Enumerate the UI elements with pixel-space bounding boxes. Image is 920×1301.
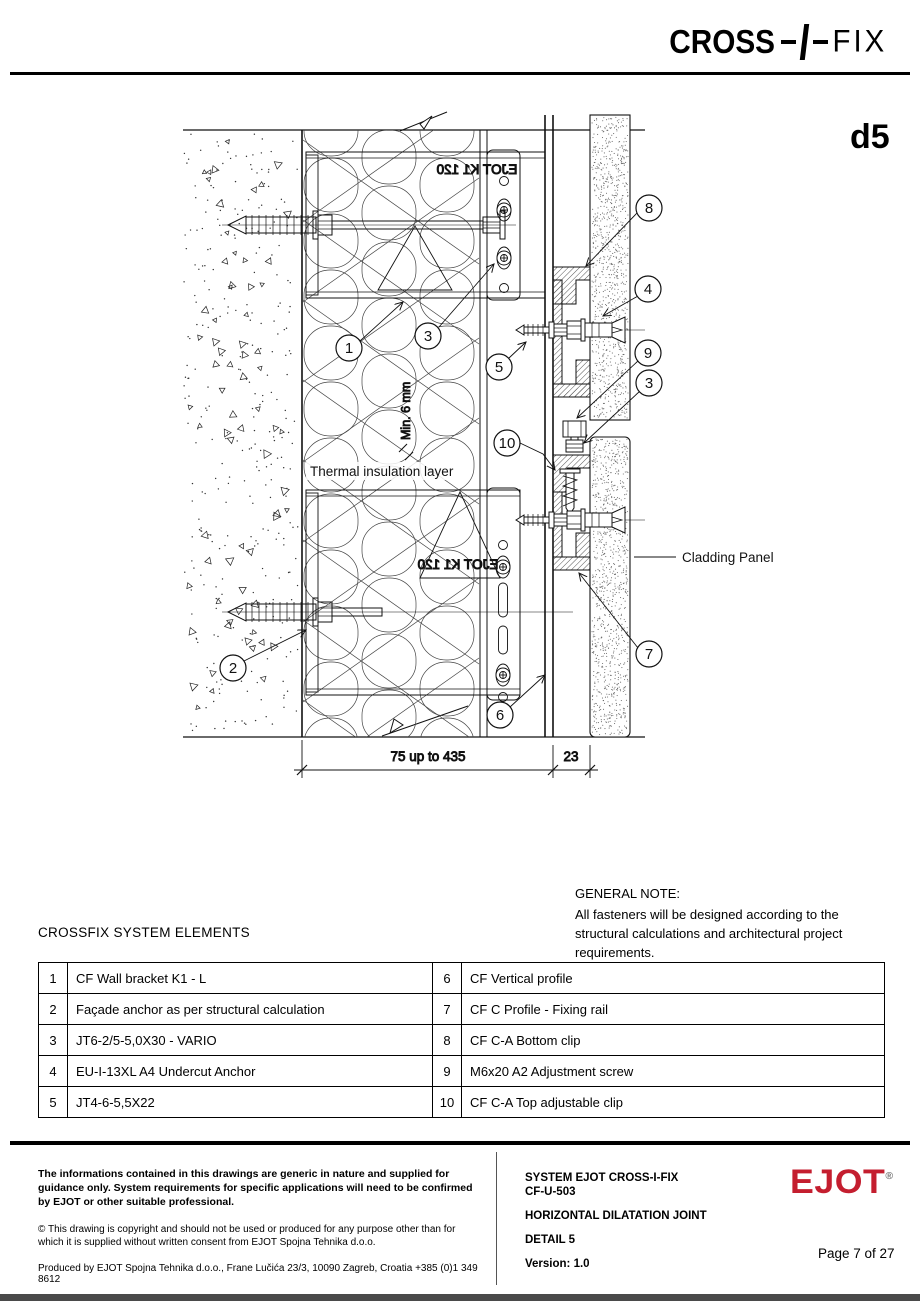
logo-cross-text: CROSS <box>669 22 776 61</box>
callout-1: 1 <box>345 340 353 357</box>
table-row: 4 EU-I-13XL A4 Undercut Anchor 9 M6x20 A… <box>38 1055 885 1087</box>
undercut-anchor-top <box>515 316 645 344</box>
item-label: M6x20 A2 Adjustment screw <box>461 1055 885 1087</box>
general-note-title: GENERAL NOTE: <box>575 886 680 901</box>
page-bottom-bar <box>0 1294 920 1301</box>
item-number: 7 <box>432 993 462 1025</box>
item-label: CF C-A Top adjustable clip <box>461 1086 885 1118</box>
callout-10: 10 <box>499 435 516 452</box>
callout-9: 9 <box>644 345 652 362</box>
item-number: 3 <box>38 1024 68 1056</box>
callout-5: 5 <box>495 359 503 376</box>
item-number: 6 <box>432 962 462 994</box>
disclaimer-text: The informations contained in this drawi… <box>38 1168 473 1208</box>
ejot-logo-text: EJOT <box>790 1163 886 1201</box>
page-number: Page 7 of 27 <box>818 1246 895 1261</box>
cladding-panel-label: Cladding Panel <box>682 550 774 565</box>
facade-anchor-bottom <box>222 597 573 627</box>
callout-balloons: 1 2 3 5 10 6 8 4 9 3 7 <box>219 194 663 729</box>
vertical-profile <box>544 115 554 737</box>
detail-code: d5 <box>850 118 890 156</box>
logo-dash-icon <box>781 40 797 44</box>
item-label: CF C-A Bottom clip <box>461 1024 885 1056</box>
facade-anchor-top <box>222 210 516 240</box>
callout-leaders <box>243 212 641 708</box>
cladding-panels <box>589 114 631 738</box>
item-number: 8 <box>432 1024 462 1056</box>
min-gap-label: Min. 6 mm <box>399 382 413 440</box>
item-label: JT4-6-5,5X22 <box>67 1086 433 1118</box>
label-backing <box>306 462 446 480</box>
technical-drawing: EJOT K1 120 <box>0 100 920 800</box>
adjustment-screw <box>562 420 587 453</box>
footer-rule <box>10 1141 910 1145</box>
callout-6: 6 <box>496 707 504 724</box>
thermal-insulation-label: Thermal insulation layer <box>310 464 454 479</box>
item-label: JT6-2/5-5,0X30 - VARIO <box>67 1024 433 1056</box>
undercut-anchor-bottom <box>515 506 645 534</box>
footer-left: The informations contained in this drawi… <box>38 1168 478 1285</box>
logo-bar-icon <box>800 24 810 60</box>
item-number: 5 <box>38 1086 68 1118</box>
item-number: 4 <box>38 1055 68 1087</box>
detail-label: DETAIL 5 <box>525 1234 576 1246</box>
item-label: EU-I-13XL A4 Undercut Anchor <box>67 1055 433 1087</box>
registered-mark: ® <box>885 1171 894 1182</box>
callout-8: 8 <box>645 200 653 217</box>
document-title: HORIZONTAL DILATATION JOINT <box>525 1210 707 1222</box>
table-row: 1 CF Wall bracket K1 - L 6 CF Vertical p… <box>38 962 885 994</box>
bracket-stamp-mirrored: EJOT K1 120 <box>418 557 499 572</box>
item-label: CF C Profile - Fixing rail <box>461 993 885 1025</box>
system-elements-table: 1 CF Wall bracket K1 - L 6 CF Vertical p… <box>38 962 885 1118</box>
insulation-pattern <box>302 130 480 737</box>
produced-by-text: Produced by EJOT Spojna Tehnika d.o.o., … <box>38 1262 478 1285</box>
dim-main-label: 75 up to 435 <box>390 749 465 764</box>
general-note: GENERAL NOTE: All fasteners will be desi… <box>575 885 885 962</box>
concrete-wall <box>183 130 303 737</box>
item-label: Façade anchor as per structural calculat… <box>67 993 433 1025</box>
crossfix-logo: CROSS FIX <box>667 22 888 61</box>
drawing-svg: EJOT K1 120 <box>183 111 774 778</box>
callout-2: 2 <box>229 660 237 677</box>
table-row: 2 Façade anchor as per structural calcul… <box>38 993 885 1025</box>
callout-3: 3 <box>424 328 432 345</box>
item-label: CF Vertical profile <box>461 962 885 994</box>
version-label: Version: 1.0 <box>525 1258 590 1270</box>
footer-divider <box>496 1152 497 1285</box>
copyright-text: © This drawing is copyright and should n… <box>38 1223 456 1249</box>
callout-4: 4 <box>644 281 652 298</box>
dimensions: 75 up to 435 23 Min. 6 mm <box>294 381 598 778</box>
header-rule <box>10 72 910 75</box>
table-row: 3 JT6-2/5-5,0X30 - VARIO 8 CF C-A Bottom… <box>38 1024 885 1056</box>
callout-7: 7 <box>645 646 653 663</box>
document-code: CF-U-503 <box>525 1186 576 1198</box>
item-label: CF Wall bracket K1 - L <box>67 962 433 994</box>
section-cut-lines <box>183 111 645 738</box>
logo-dash-icon <box>813 40 829 44</box>
logo-fix-text: FIX <box>832 23 888 59</box>
item-number: 9 <box>432 1055 462 1087</box>
wall-bracket-bottom: EJOT K1 120 <box>305 487 521 702</box>
general-note-body: All fasteners will be designed according… <box>575 906 843 960</box>
ejot-logo: EJOT® <box>790 1163 893 1202</box>
concrete-texture <box>183 133 299 732</box>
item-number: 1 <box>38 962 68 994</box>
callout-3b: 3 <box>645 375 653 392</box>
dim-cavity-label: 23 <box>563 749 578 764</box>
elements-title: CROSSFIX SYSTEM ELEMENTS <box>38 925 250 940</box>
item-number: 2 <box>38 993 68 1025</box>
table-row: 5 JT4-6-5,5X22 10 CF C-A Top adjustable … <box>38 1086 885 1118</box>
item-number: 10 <box>432 1086 462 1118</box>
system-name: SYSTEM EJOT CROSS-I-FIX <box>525 1172 679 1184</box>
footer-titleblock: SYSTEM EJOT CROSS-I-FIX CF-U-503 HORIZON… <box>525 1172 785 1270</box>
bracket-stamp-mirrored: EJOT K1 120 <box>437 162 518 177</box>
